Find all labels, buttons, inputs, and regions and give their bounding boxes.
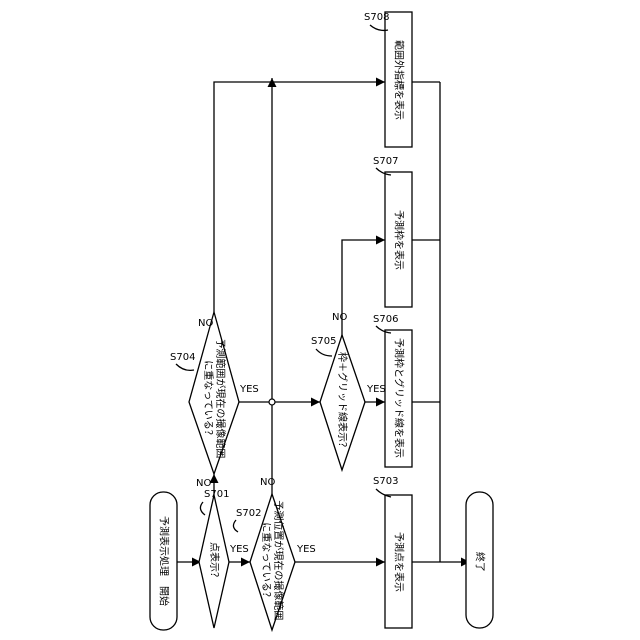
arrow-s705-no-to-s707: [342, 240, 385, 360]
s702-text-line2: に重なっている？: [260, 522, 273, 602]
s702-no-label: NO: [260, 477, 275, 488]
s706-text: 予測枠とグリッド線を表示: [393, 338, 406, 458]
end-label: 終了: [474, 552, 487, 572]
s705-no-label: NO: [332, 312, 347, 323]
s702-yes-label: YES: [296, 544, 316, 555]
s704-id: S704: [170, 352, 195, 363]
arrow-s704-no-to-s708: [214, 82, 385, 312]
start-label: 予測表示処理 開始: [158, 516, 171, 606]
s703-id: S703: [373, 476, 398, 487]
s704-no-label: NO: [198, 318, 213, 329]
s708-text: 範囲外指標を表示: [393, 40, 406, 120]
line-crossing-hop: [269, 399, 275, 405]
s705-id: S705: [311, 336, 336, 347]
s708-id: S708: [364, 12, 389, 23]
s701-yes-label: YES: [229, 544, 249, 555]
s705-yes-label: YES: [366, 384, 386, 395]
s705-text: 枠＋グリッド線表示？: [336, 352, 349, 452]
s702-leader: [233, 520, 238, 532]
s701-leader: [200, 502, 205, 515]
s705-leader: [316, 349, 332, 356]
s702-id: S702: [236, 508, 261, 519]
s703-text: 予測点を表示: [393, 532, 406, 592]
s707-text: 予測枠を表示: [393, 210, 406, 270]
s706-id: S706: [373, 314, 398, 325]
s702-text-line1: 予測位置が現在の撮像範囲: [272, 500, 285, 620]
s704-text-line2: に重なっている？: [202, 360, 215, 440]
s701-id: S701: [204, 489, 229, 500]
s704-leader: [176, 364, 194, 370]
s704-decision: [189, 312, 239, 474]
s707-id: S707: [373, 156, 398, 167]
s703-leader: [376, 489, 391, 497]
s704-yes-label: YES: [239, 384, 259, 395]
s701-text: 点表示？: [208, 542, 221, 582]
s701-no-label: NO: [196, 478, 211, 489]
s704-text-line1: 予測範囲が現在の撮像範囲: [214, 338, 227, 458]
